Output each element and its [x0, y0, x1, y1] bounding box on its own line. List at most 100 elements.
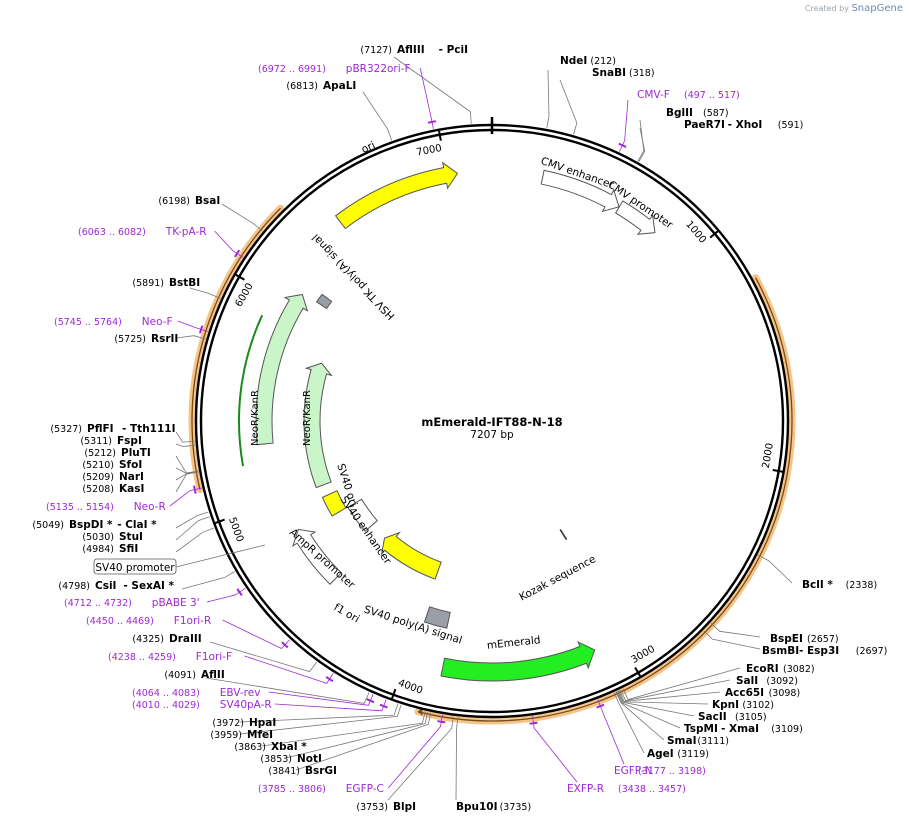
label-leader-line [615, 691, 665, 741]
primer-name: TK-pA-R [165, 226, 207, 238]
label-leader-line [620, 679, 731, 702]
enzyme-position: (3959) [210, 730, 242, 741]
enzyme-site-bcli: BclI *(2338) [802, 579, 877, 591]
enzyme-position: (6198) [158, 196, 190, 207]
primer-name: SV40pA-R [220, 699, 272, 711]
label-leader-line [175, 511, 209, 529]
enzyme-site-bstbi: (5891)BstBI [132, 277, 200, 289]
enzyme-site-acc65i: Acc65I(3098) [725, 687, 800, 699]
enzyme-position: (3735) [500, 802, 532, 813]
label-leader-line [244, 655, 334, 684]
label-leader-line [532, 716, 578, 783]
enzyme-site-afliii: (7127)AflIII - PciI [360, 44, 468, 56]
enzyme-name: EcoRI [746, 663, 779, 675]
enzyme-site-nari: (5209)NarI [82, 471, 144, 483]
sv40-promoter-leader [175, 544, 266, 568]
label-leader-line [618, 690, 721, 702]
primer-egfpc: (3785 .. 3806)EGFP-C [258, 783, 384, 795]
feature-kozak-mark [559, 528, 568, 540]
primer-name: EGFP-N [614, 765, 653, 777]
enzyme-name-2: - SexAI * [123, 580, 174, 592]
enzyme-name: StuI [119, 531, 143, 543]
primer-range: (4450 .. 4469) [86, 616, 154, 627]
enzyme-position: (3119) [677, 749, 709, 760]
label-leader-line [613, 692, 645, 754]
enzyme-position: (5209) [82, 472, 114, 483]
primer-f1orir: (4450 .. 4469) F1ori-R [86, 615, 211, 627]
enzyme-position: (3853) [260, 754, 292, 765]
label-leader-line [169, 487, 202, 507]
enzyme-position: (3753) [356, 802, 388, 813]
label-leader-line [617, 691, 695, 717]
label-leader-line [214, 230, 244, 258]
label-leader-line [387, 714, 443, 789]
enzyme-name-2: - Tth111I [122, 423, 176, 435]
label-leader-line [268, 691, 374, 706]
label-leader-line [619, 99, 629, 152]
tick-3000 [634, 666, 642, 677]
primer-name: Neo-F [142, 316, 173, 328]
enzyme-site-noti: (3853)NotI [260, 753, 322, 765]
enzyme-name: CsiI [95, 580, 116, 592]
label-leader-line [703, 630, 761, 650]
feature-label: SV40 poly(A) signal [362, 604, 463, 647]
primer-ebvrev: (4064 .. 4083)EBV-rev [132, 687, 260, 699]
enzyme-name: HpaI [249, 717, 276, 729]
enzyme-name: BspDI * [69, 519, 113, 531]
enzyme-name-2: - XmaI [721, 723, 759, 735]
label-leader-line [638, 127, 646, 162]
primer-range: (5135 .. 5154) [46, 502, 114, 513]
feature-ori [334, 161, 459, 230]
primer-name: pBABE 3' [152, 597, 200, 609]
orf-arc-core-orf-large [417, 277, 793, 722]
enzyme-name: BsmBI [762, 645, 799, 657]
primer-name: EBV-rev [220, 687, 261, 699]
enzyme-name: SfoI [119, 459, 142, 471]
primer-neor: (5135 .. 5154)Neo-R [46, 501, 166, 513]
feature-label: NeoR/KanR [250, 390, 261, 446]
feature-label: HSV TK poly(A) signal [310, 231, 397, 321]
enzyme-position: (5049) [32, 520, 64, 531]
enzyme-site-sfii: (4984)SfiI [82, 543, 138, 555]
feature-sv40-poly-a-signal [423, 606, 451, 629]
tick-1000 [709, 230, 719, 239]
enzyme-name: Bpu10I [456, 801, 498, 813]
enzyme-name: SfiI [119, 543, 138, 555]
enzyme-site-tspmi: TspMI - XmaI(3109) [684, 723, 803, 735]
enzyme-position: (5030) [82, 532, 114, 543]
enzyme-site-fspi: (5311)FspI [80, 435, 141, 447]
tick-label: 7000 [416, 143, 443, 158]
tick-label: 2000 [761, 442, 776, 469]
enzyme-name: NdeI [560, 55, 587, 67]
enzyme-name: BstBI [169, 277, 200, 289]
label-leader-line [205, 677, 370, 704]
feature-cmv-promoter [614, 200, 656, 235]
primer-name: F1ori-F [196, 651, 232, 663]
primer-name: F1ori-R [174, 615, 211, 627]
enzyme-position: (5725) [114, 334, 146, 345]
enzyme-name: SacII [698, 711, 727, 723]
label-leader-line [189, 287, 221, 299]
enzyme-site-xbai: (3863)XbaI * [234, 741, 307, 753]
label-leader-line [419, 67, 434, 129]
label-leader-line [206, 587, 246, 603]
feature-ampr-promoter [292, 528, 342, 585]
enzyme-site-bsmbi: BsmBI - Esp3I(2697) [762, 645, 887, 657]
label-leader-line [239, 704, 402, 735]
enzyme-site-bsrgi: (3841)BsrGI [268, 765, 337, 777]
label-leader-line [387, 716, 454, 801]
tick-label: 5000 [226, 516, 245, 544]
tick-label: 6000 [234, 281, 256, 309]
feature-label: mEmerald [486, 634, 541, 652]
feature-sv40-enhancer [347, 498, 378, 532]
enzyme-site-draiii: (4325)DraIII [132, 633, 201, 645]
enzyme-name: PaeR7I [684, 119, 725, 131]
enzyme-position: (2697) [856, 646, 888, 657]
primer-range: (3177 .. 3198) [638, 766, 706, 777]
primer-name: EGFP-C [346, 783, 384, 795]
enzyme-name: BclI * [802, 579, 833, 591]
label-leader-line [274, 699, 387, 712]
enzyme-position: (4325) [132, 634, 164, 645]
primer-range: (6063 .. 6082) [78, 227, 146, 238]
enzyme-site-bpu10i: Bpu10I(3735) [456, 801, 531, 813]
